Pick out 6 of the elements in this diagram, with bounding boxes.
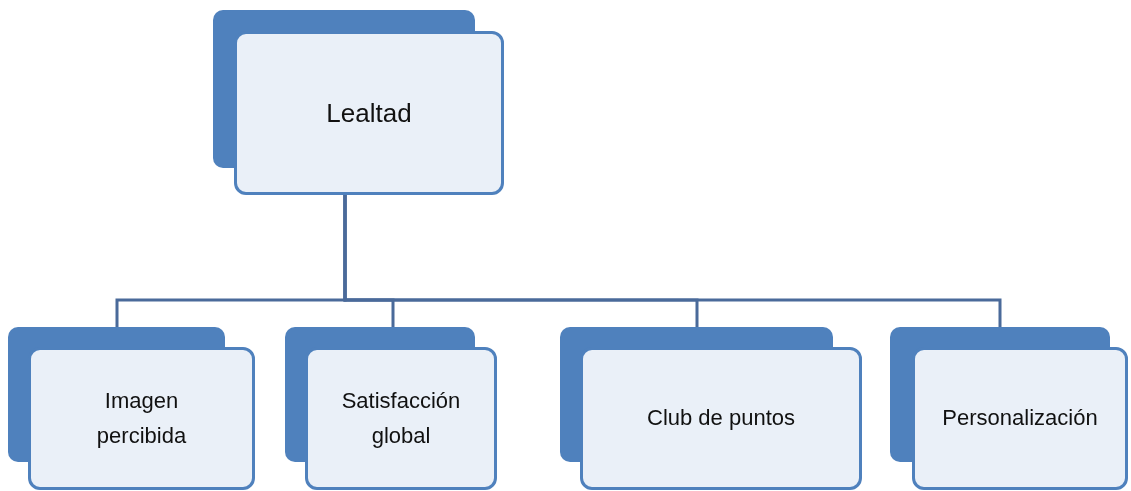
node-label: Personalización [942,404,1098,433]
node-label: Lealtad [326,96,412,130]
connector-line [343,195,1002,327]
node-label: Satisfacción global [340,387,462,450]
node-label: Imagen percibida [95,387,188,450]
node-label: Club de puntos [647,404,795,433]
